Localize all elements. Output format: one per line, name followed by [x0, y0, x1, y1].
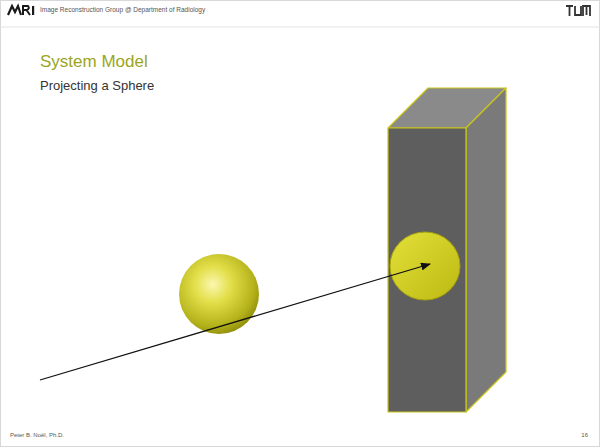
- page-number: 16: [581, 432, 588, 439]
- header-text: Image Reconstruction Group @ Department …: [40, 6, 205, 14]
- slide-subtitle: Projecting a Sphere: [40, 78, 154, 94]
- group-logo: [8, 6, 34, 15]
- detector-slab: [388, 88, 506, 412]
- header-rule: [0, 27, 600, 28]
- slide-title: System Model: [40, 52, 148, 72]
- university-logo: [566, 6, 590, 16]
- x-ray-arrow: [40, 264, 430, 380]
- footer-author: Peter B. Noël, Ph.D.: [10, 432, 64, 439]
- sphere: [179, 254, 259, 334]
